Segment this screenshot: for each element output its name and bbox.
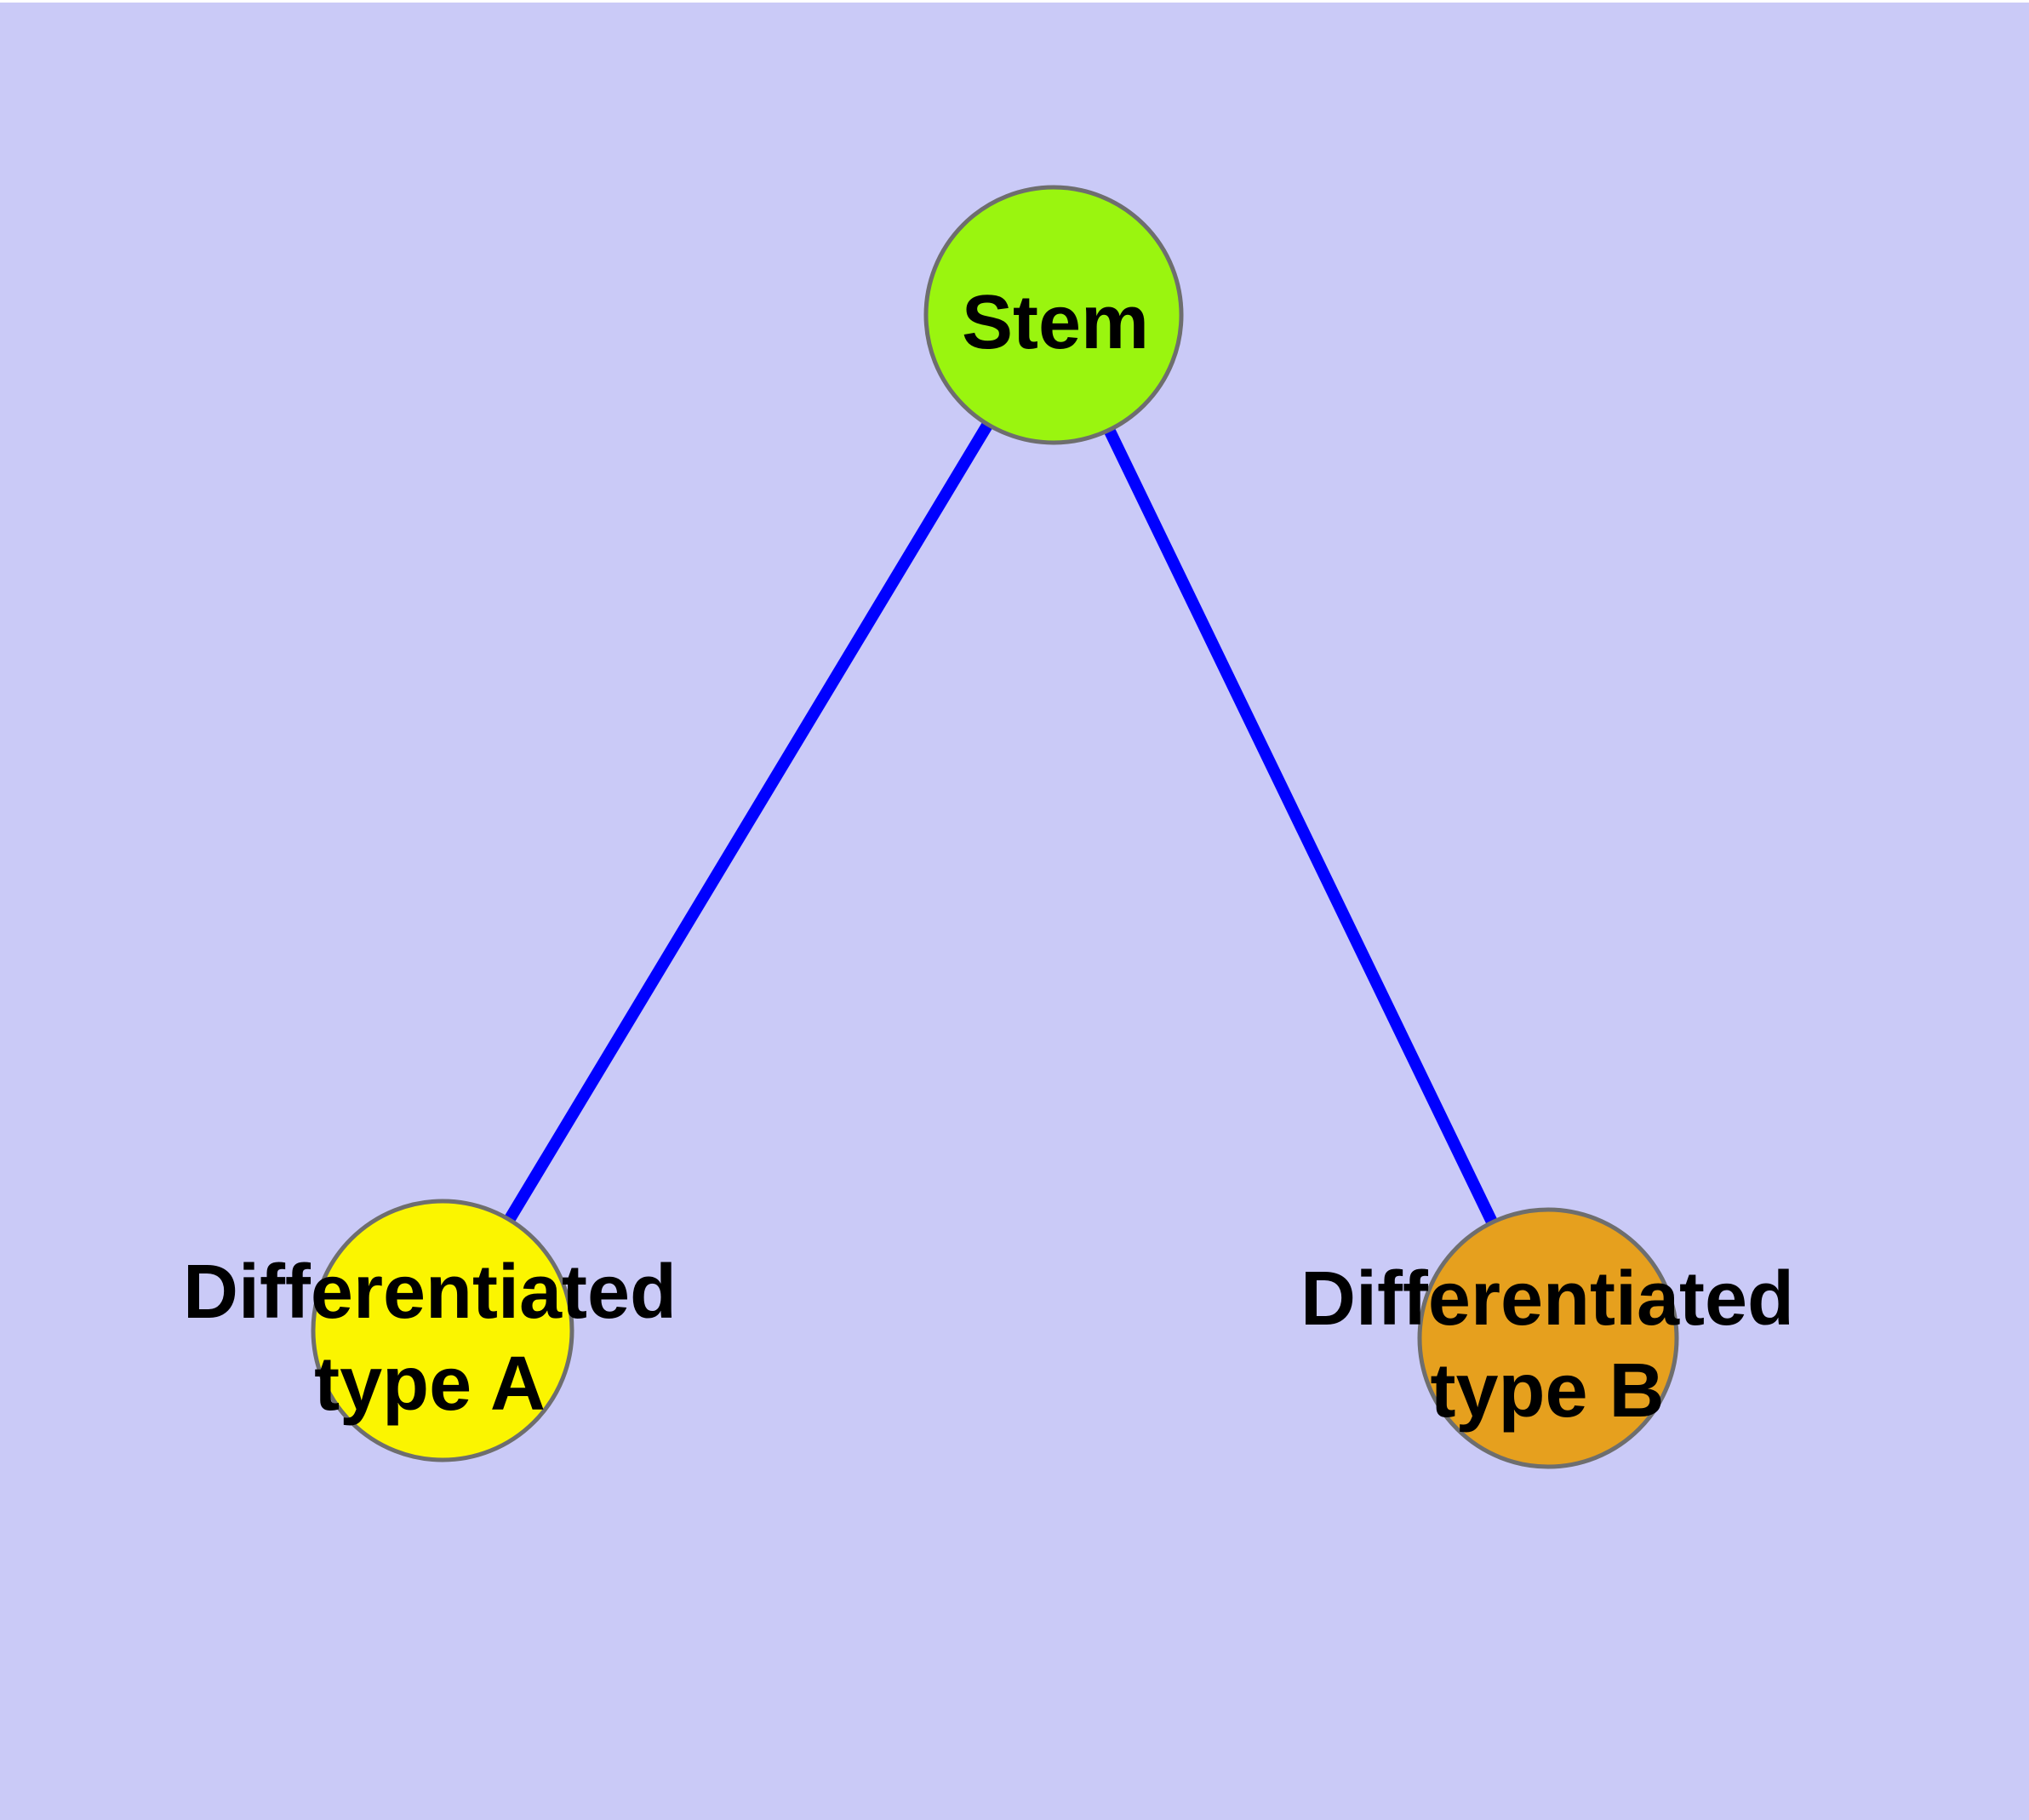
edge-stem-to-type-b [1048,312,1554,1342]
edge-stem-to-type-a [437,312,1059,1334]
node-type-b-label-line2: type B [1430,1348,1664,1434]
node-type-a-label-line2: type A [314,1342,546,1427]
node-stem-label: Stem [962,280,1149,365]
node-type-b-label-line1: Differentiated [1300,1256,1794,1342]
node-type-a-circle [311,1199,574,1462]
node-type-a-label-line1: Differentiated [183,1250,677,1335]
node-stem-circle [923,185,1184,445]
node-type-b-circle [1417,1207,1679,1469]
